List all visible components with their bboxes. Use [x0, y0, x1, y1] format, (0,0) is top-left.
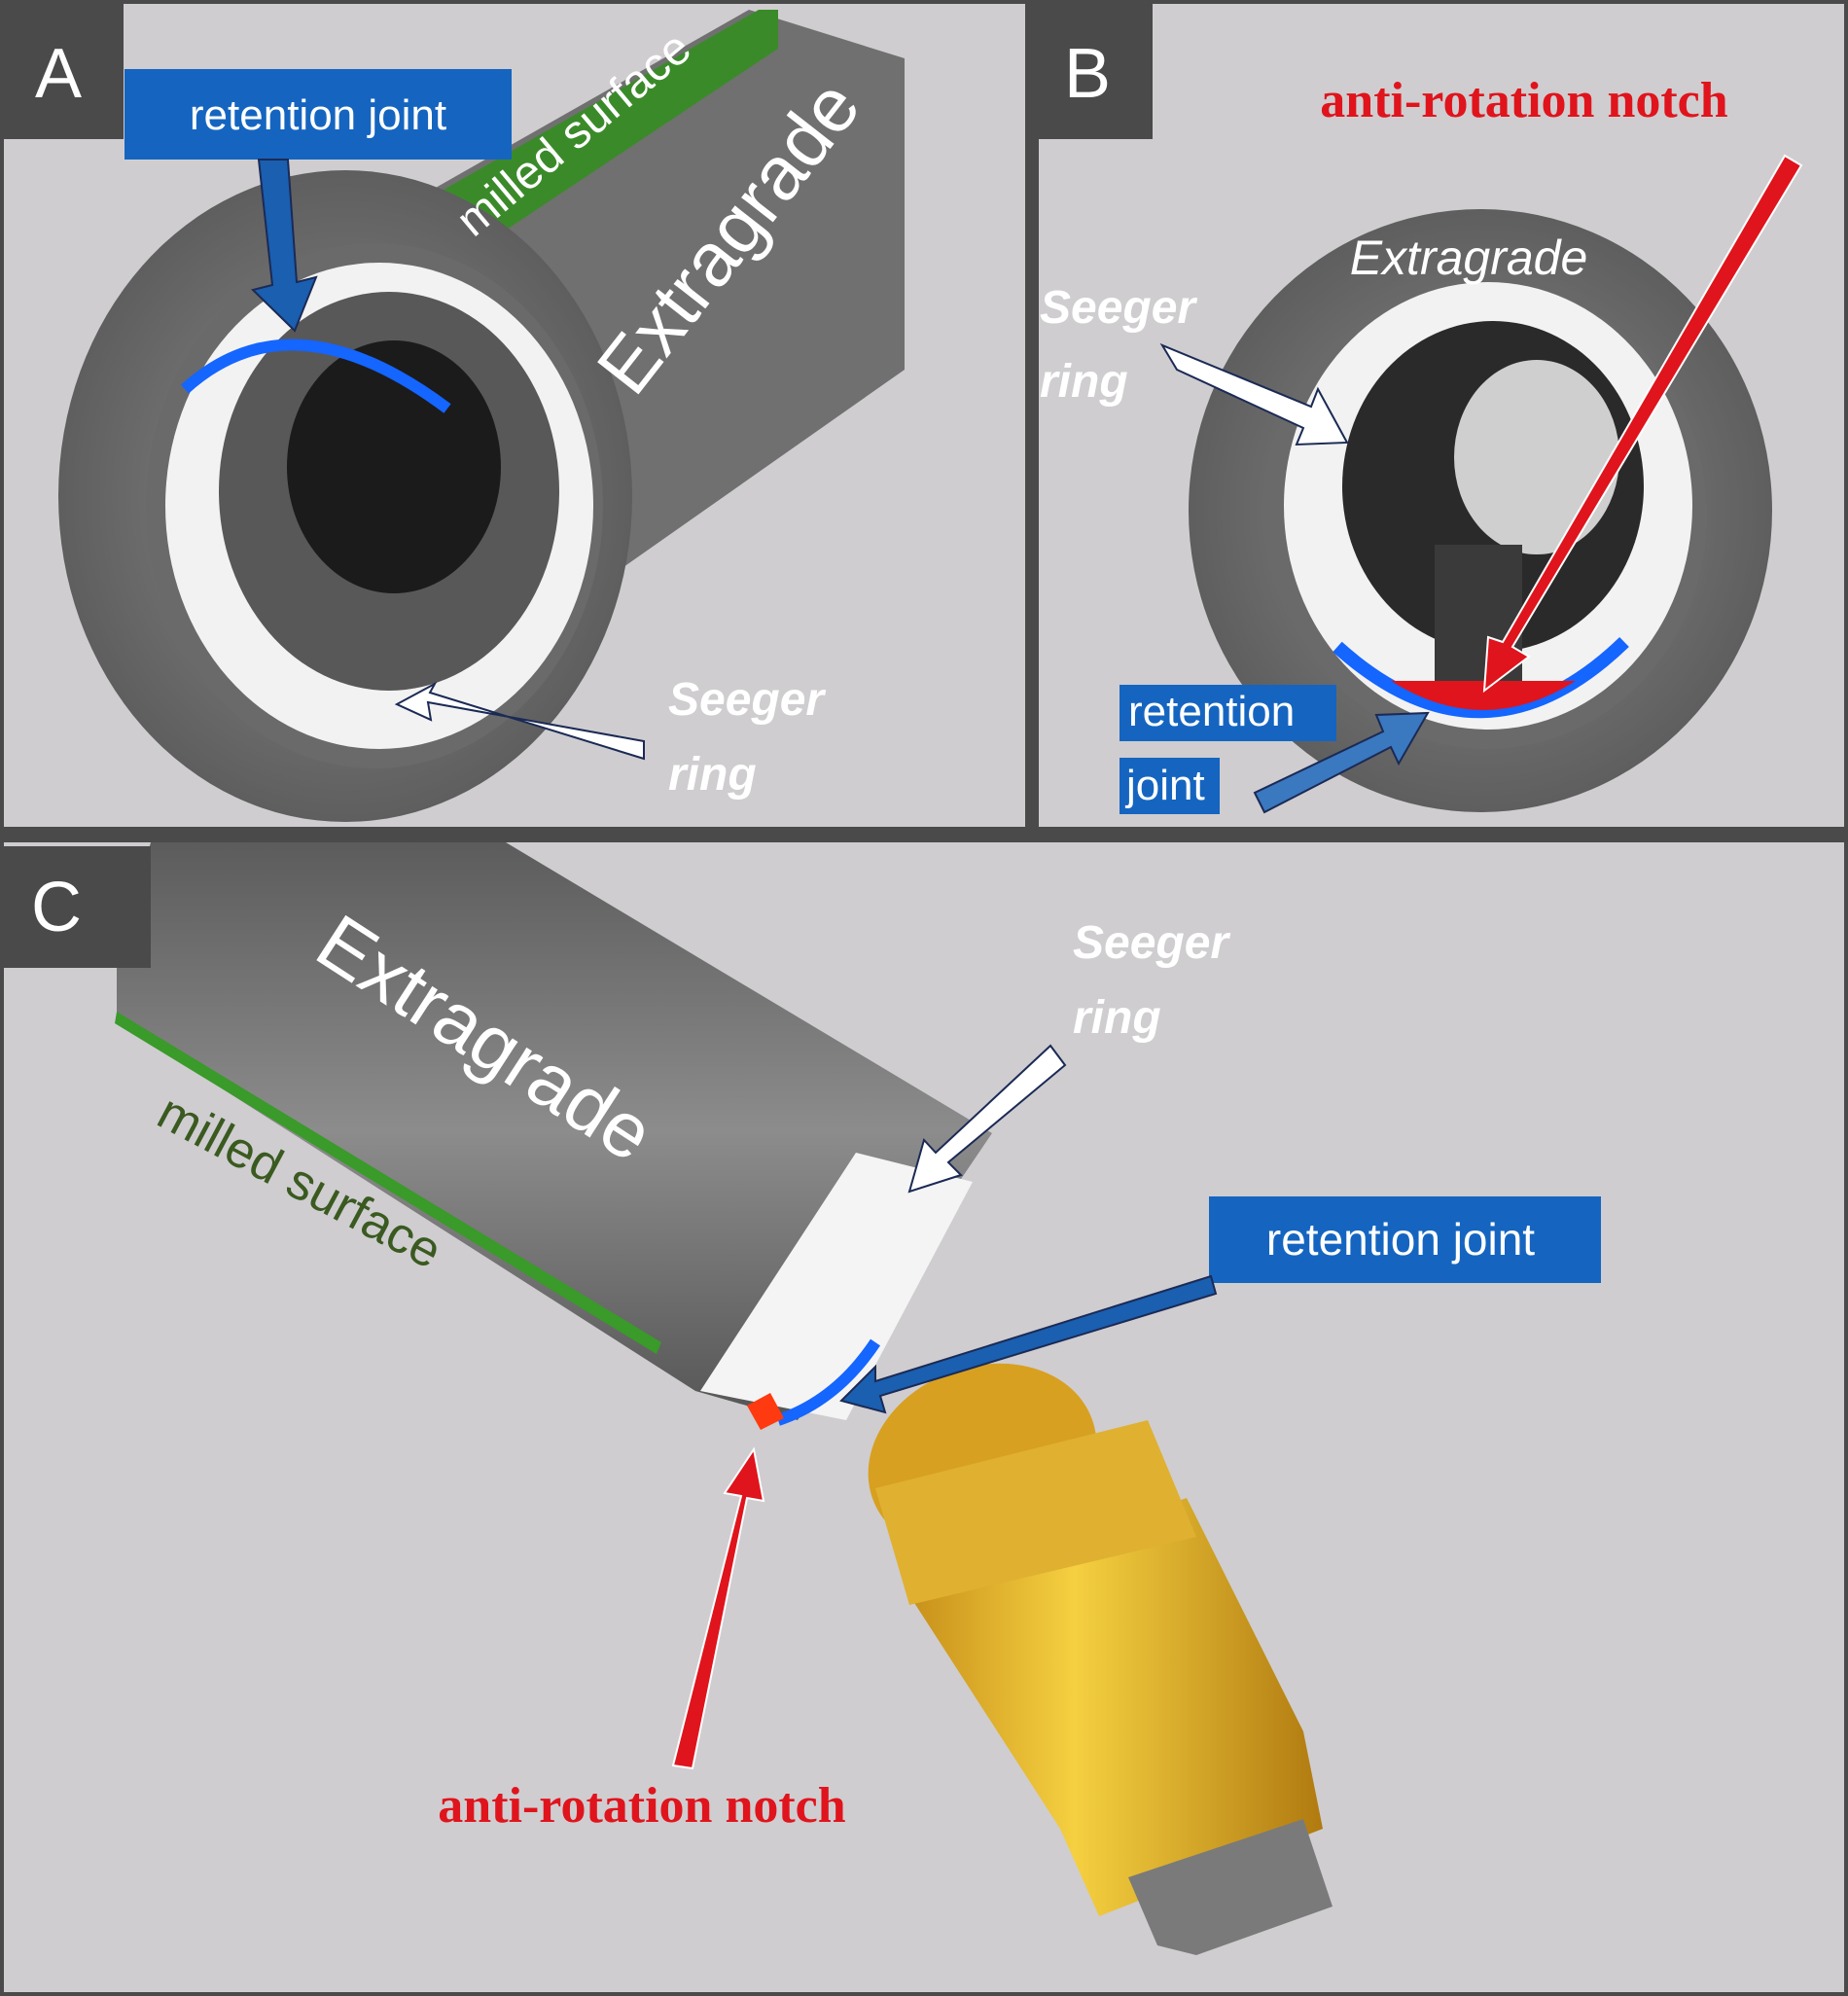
- panel-c-label-box: [0, 846, 151, 968]
- retention-joint-box-a: [124, 69, 512, 160]
- retention-joint-label-a: retention joint: [190, 91, 446, 139]
- anti-rotation-notch-label-b: anti-rotation notch: [1320, 73, 1727, 128]
- retention-box-b-2: [1119, 758, 1220, 814]
- retention-label-b-1: retention: [1128, 688, 1295, 735]
- anti-rotation-arrow-b: [1482, 154, 1803, 694]
- panel-b-label-box: [1031, 0, 1153, 139]
- seeger-ring-label-c-2: ring: [1073, 992, 1161, 1044]
- seeger-ring-label-b-2: ring: [1040, 356, 1128, 408]
- abutment: [868, 1363, 1333, 1955]
- seeger-ring-arrow-a: [394, 681, 645, 761]
- retention-joint-arrow-b: [1253, 711, 1430, 814]
- seeger-ring-arrow-b: [1159, 342, 1349, 446]
- anti-rotation-notch-label-c: anti-rotation notch: [438, 1778, 845, 1834]
- seeger-ring-label-b-1: Seeger: [1040, 282, 1197, 334]
- retention-box-b-1: [1119, 685, 1336, 741]
- panel-a-label: A: [35, 35, 82, 113]
- seeger-ring-label-c-1: Seeger: [1073, 917, 1230, 969]
- implant-b: [1189, 209, 1772, 812]
- retention-joint-box-c: [1209, 1196, 1601, 1283]
- retention-joint-label-c: retention joint: [1266, 1214, 1535, 1265]
- implant-a: [58, 10, 905, 822]
- retention-joint-arrow-a: [251, 159, 318, 333]
- panel-b-label: B: [1064, 35, 1111, 113]
- panel-c-label: C: [31, 869, 82, 946]
- panel-a-label-box: [0, 0, 124, 139]
- retention-label-b-2: joint: [1124, 762, 1205, 809]
- seeger-ring-label-a-2: ring: [668, 749, 757, 801]
- implant-c: [115, 842, 992, 1430]
- seeger-ring-label-a-1: Seeger: [668, 674, 826, 726]
- retention-joint-arrow-c: [839, 1274, 1218, 1414]
- brand-label-b: Extragrade: [1350, 231, 1588, 285]
- seeger-ring-arrow-c: [907, 1044, 1067, 1194]
- anti-rotation-arrow-c: [671, 1446, 765, 1770]
